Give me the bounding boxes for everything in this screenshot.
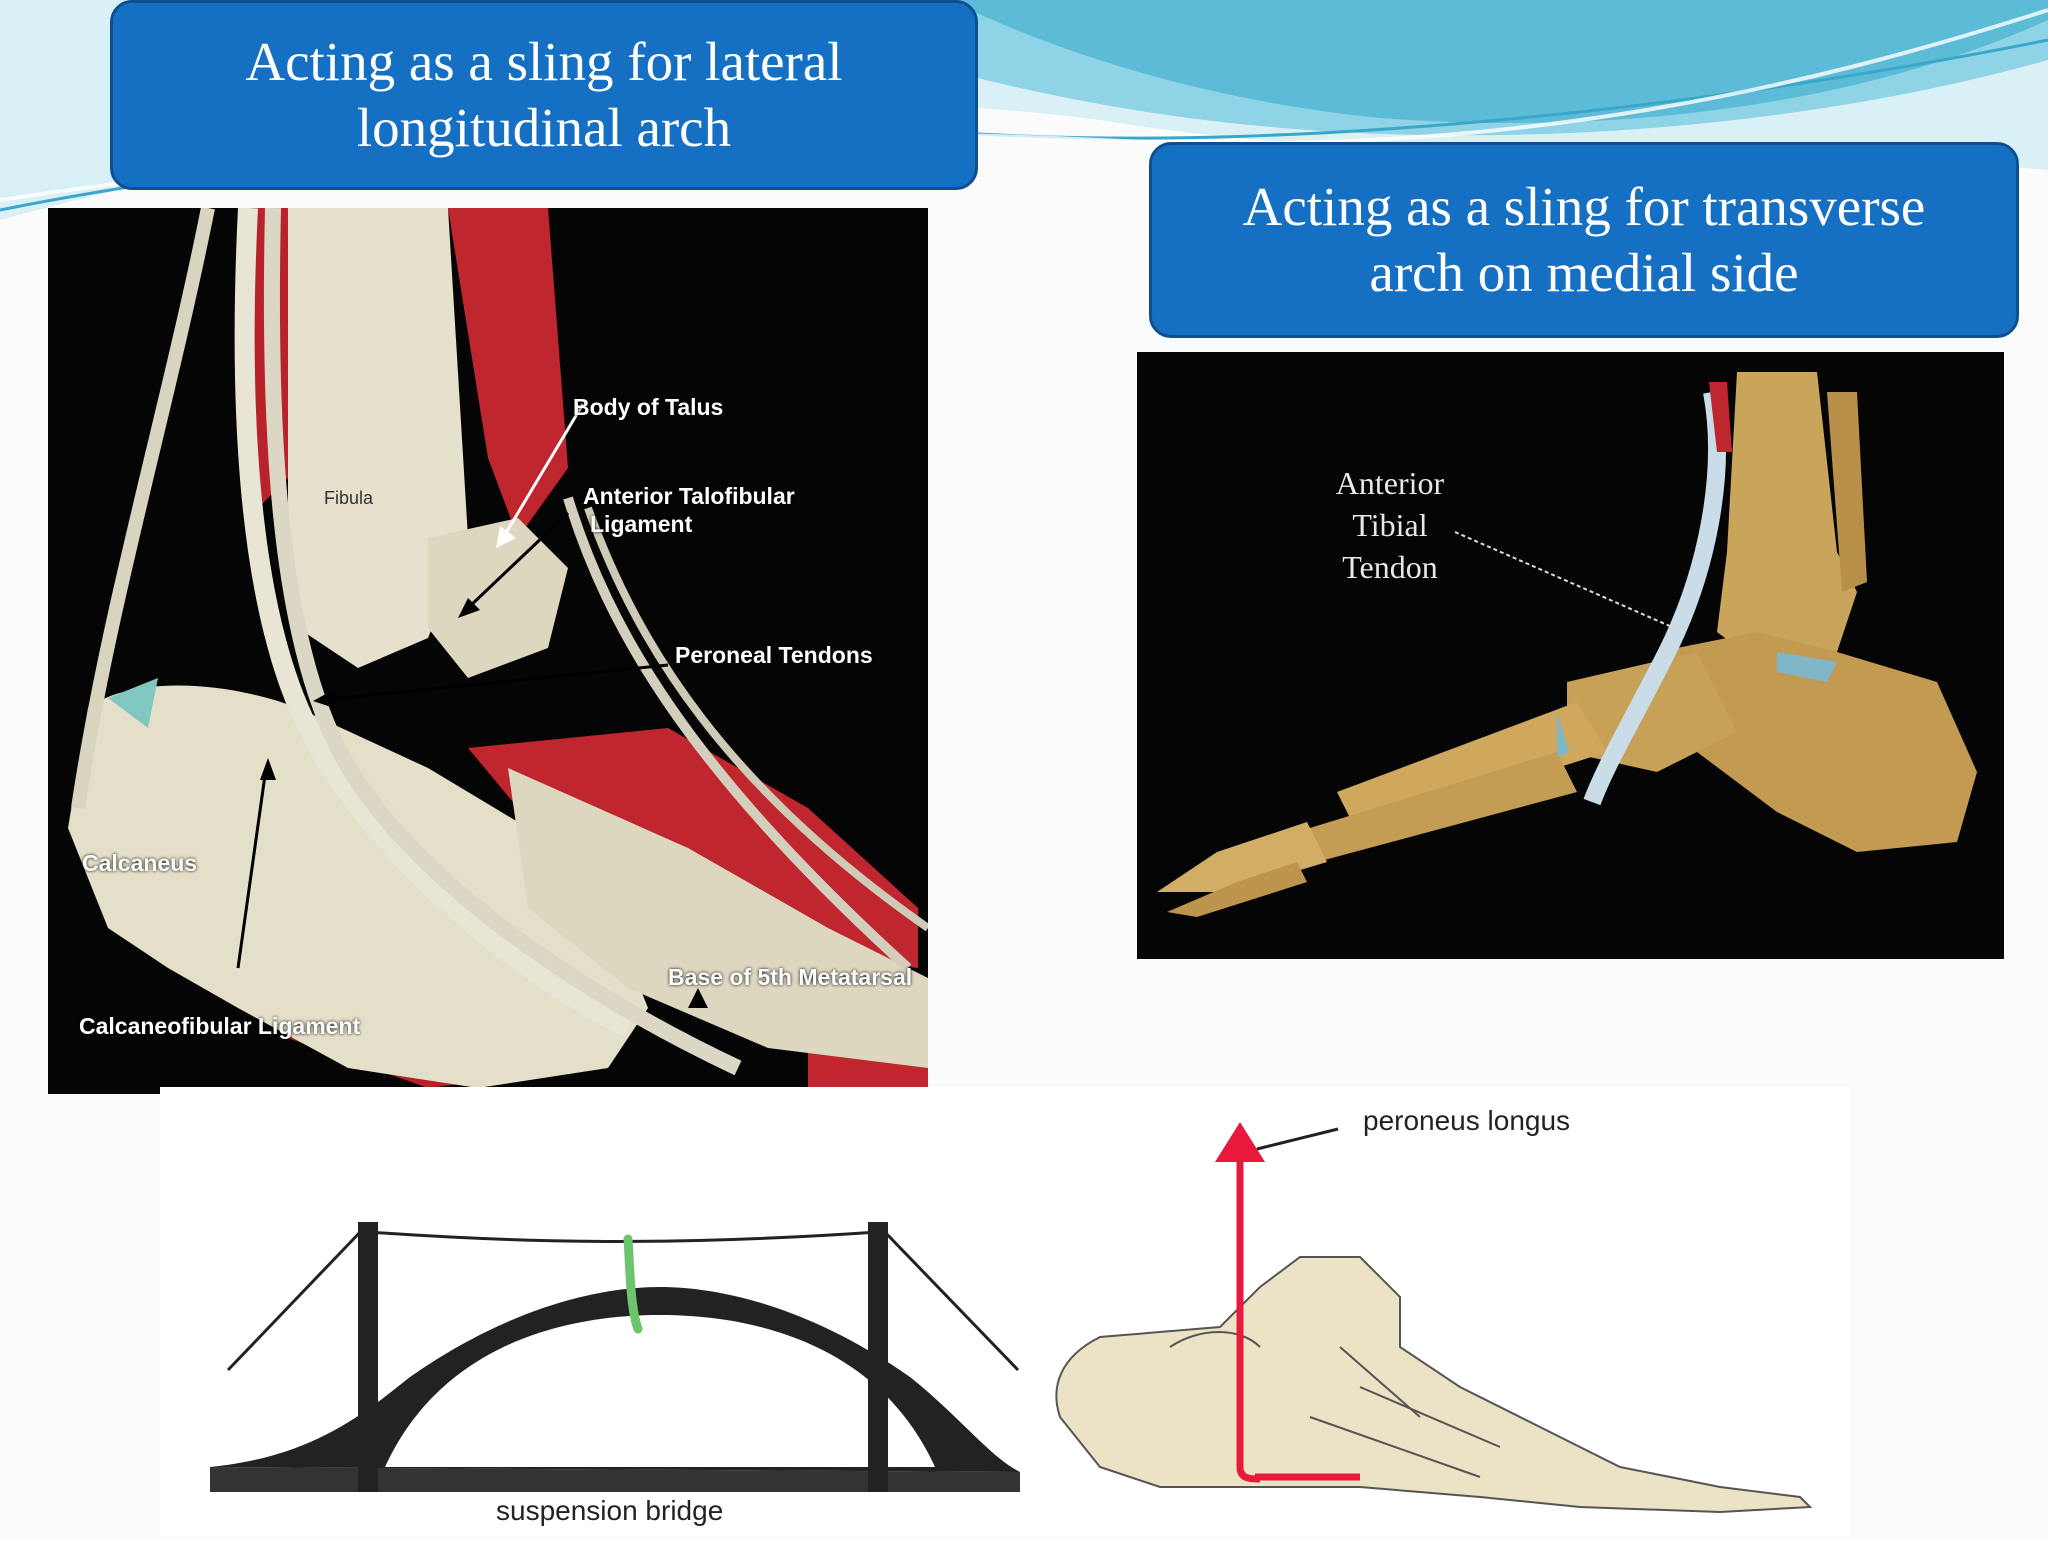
label-tendon: Tendon: [1342, 549, 1438, 585]
label-tibial: Tibial: [1352, 507, 1428, 543]
bridge-and-arch-diagram: suspension bridge peroneus longus: [160, 1087, 1850, 1536]
label-peroneal-tendons: Peroneal Tendons: [675, 642, 873, 668]
medial-foot-image: Anterior Tibial Tendon: [1137, 352, 2004, 959]
callout-lateral-line1: Acting as a sling for lateral: [245, 31, 843, 92]
label-calcaneofibular-ligament: Calcaneofibular Ligament: [79, 1013, 361, 1039]
label-anterior: Anterior: [1335, 465, 1445, 501]
label-calcaneus: Calcaneus: [82, 850, 198, 876]
label-anterior-talofibular-1: Anterior Talofibular: [583, 483, 795, 509]
label-suspension-bridge: suspension bridge: [496, 1495, 724, 1526]
label-anterior-talofibular-2: Ligament: [590, 511, 693, 537]
label-fibula: Fibula: [324, 488, 374, 508]
label-peroneus-longus: peroneus longus: [1363, 1105, 1571, 1136]
callout-lateral-line2: longitudinal arch: [356, 97, 732, 158]
suspension-bridge-drawing: [210, 1122, 1813, 1514]
label-base-5th-metatarsal: Base of 5th Metatarsal: [668, 964, 913, 990]
medial-foot-illustration: [1157, 372, 1977, 917]
callout-lateral-arch: Acting as a sling for lateral longitudin…: [110, 0, 978, 190]
callout-transverse-line2: arch on medial side: [1369, 242, 1799, 303]
lateral-ankle-image: Body of Talus Fibula Anterior Talofibula…: [48, 208, 928, 1094]
lateral-ankle-illustration: [68, 208, 928, 1094]
label-body-of-talus: Body of Talus: [573, 394, 724, 420]
label-anterior-tibial-tendon: Anterior Tibial Tendon: [1310, 462, 1470, 588]
callout-transverse-arch: Acting as a sling for transverse arch on…: [1149, 142, 2019, 338]
callout-transverse-line1: Acting as a sling for transverse: [1242, 176, 1926, 237]
